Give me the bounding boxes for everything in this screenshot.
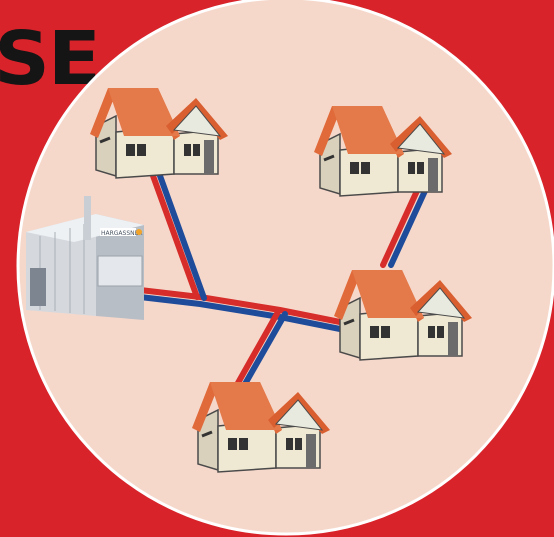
heating-plant-icon: HARGASSNER bbox=[26, 196, 144, 320]
pipe-topright-hot bbox=[380, 177, 425, 268]
brand-label: HARGASSNER bbox=[101, 230, 143, 237]
pipe-bottom-hot bbox=[231, 309, 281, 393]
pipe-topleft-hot bbox=[149, 170, 200, 300]
pipe-main-hot bbox=[137, 287, 343, 325]
pipe-bottom-cold bbox=[238, 311, 288, 394]
heading-text: SE bbox=[0, 16, 101, 102]
pipe-topright-cold bbox=[388, 177, 433, 268]
district-heating-pipes bbox=[137, 170, 433, 394]
plant-door bbox=[30, 268, 46, 306]
brand-plate bbox=[100, 228, 136, 236]
pipe-main-cold bbox=[137, 294, 343, 332]
brand-logo-icon bbox=[136, 229, 142, 235]
pipe-topleft-cold bbox=[156, 170, 207, 301]
chimney bbox=[84, 196, 91, 240]
